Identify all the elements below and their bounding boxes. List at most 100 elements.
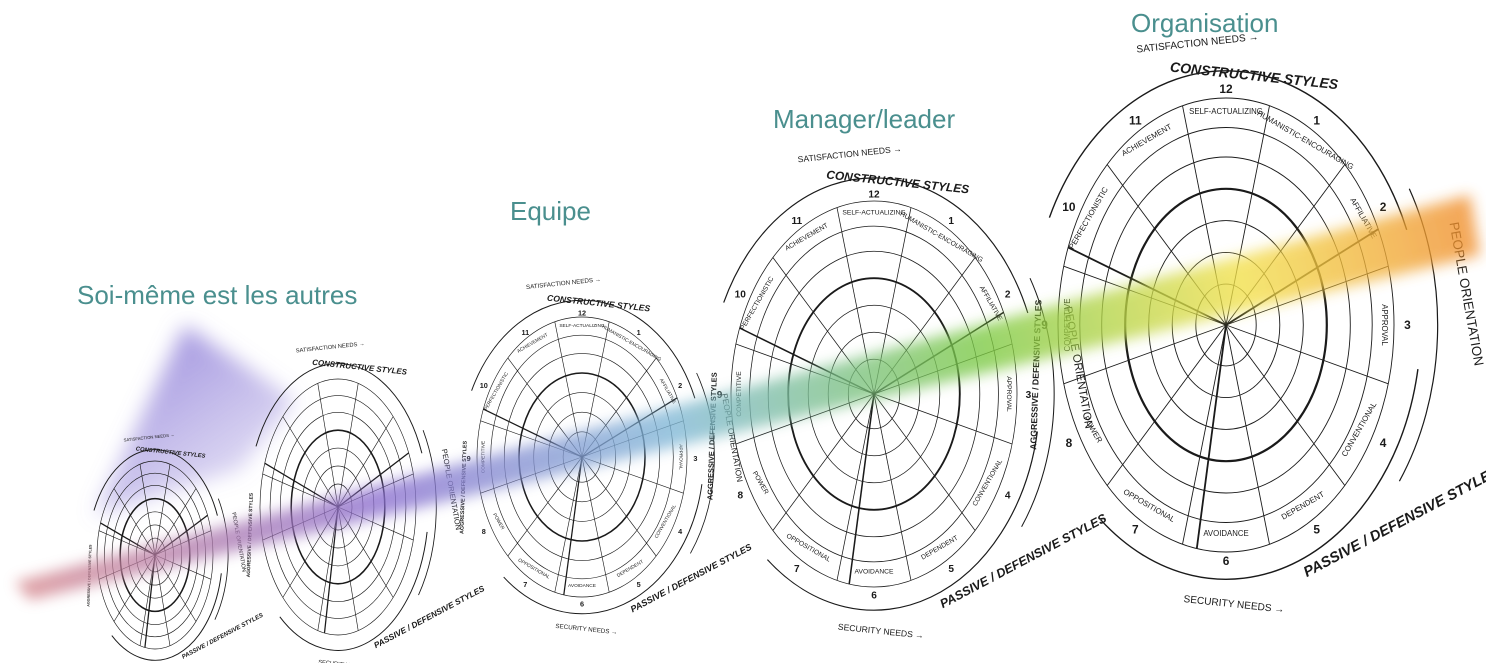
level-label-team: Equipe (510, 196, 591, 226)
segment-number: 3 (1026, 390, 1032, 401)
wheel-profile-spoke (563, 456, 583, 595)
segment-number: 6 (1223, 554, 1230, 568)
segment-number: 10 (735, 290, 747, 301)
wheel-profile-spoke (323, 506, 339, 634)
segment-name: AFFILIATIVE (658, 378, 677, 405)
segment-name: POWER (1082, 414, 1105, 444)
segment-number: 12 (1219, 82, 1233, 96)
segment-name: CONVENTIONAL (1340, 400, 1379, 458)
level-label-manager: Manager/leader (773, 104, 956, 134)
segment-number: 8 (1066, 436, 1073, 450)
segment-number: 8 (482, 527, 486, 536)
segment-name: AVOIDANCE (568, 583, 596, 589)
segment-name: APPROVAL (678, 444, 684, 470)
segment-number: 9 (467, 454, 471, 463)
wheel-spoke (873, 393, 976, 531)
segment-name: DEPENDENT (1280, 490, 1326, 522)
color-band (15, 195, 1480, 600)
satisfaction-needs-label: SATISFACTION NEEDS → (123, 432, 174, 442)
segment-name: CONVENTIONAL (654, 503, 678, 539)
segment-name: SELF-ACTUALIZING (1189, 107, 1263, 116)
constructive-styles-label: CONSTRUCTIVE STYLES (826, 168, 970, 197)
passive-arc (111, 573, 222, 661)
constructive-styles-label: CONSTRUCTIVE STYLES (312, 358, 408, 377)
segment-name: CONVENTIONAL (972, 458, 1005, 507)
wheel-spoke (113, 488, 156, 556)
segment-number: 11 (521, 328, 529, 337)
segment-number: 2 (678, 381, 682, 390)
security-needs-label: SECURITY NEEDS → (1183, 594, 1285, 616)
constructive-styles-label: CONSTRUCTIVE STYLES (547, 293, 651, 314)
segment-number: 7 (1132, 523, 1139, 537)
passive-defensive-label: PASSIVE / DEFENSIVE STYLES (1301, 464, 1486, 581)
wheel-spoke (1225, 324, 1389, 385)
passive-arc (503, 484, 703, 615)
constructive-styles-label: CONSTRUCTIVE STYLES (1169, 59, 1339, 93)
segment-number: 12 (578, 308, 586, 317)
wheel-spoke (836, 393, 875, 581)
satisfaction-needs-label: SATISFACTION NEEDS → (526, 276, 602, 291)
wheel-ring (476, 316, 688, 598)
segment-name: AFFILIATIVE (978, 285, 1004, 323)
wheel-spoke (873, 393, 1013, 445)
level-label-organisation: Organisation (1131, 8, 1279, 38)
segment-number: 6 (871, 591, 877, 602)
segment-number: 2 (1380, 200, 1387, 214)
wheel-profile-spoke (848, 393, 875, 585)
segment-name: AVOIDANCE (855, 569, 894, 576)
segment-number: 3 (693, 454, 697, 463)
segment-name: COMPETITIVE (480, 441, 486, 474)
passive-arc (766, 431, 1038, 611)
wheel-spoke (772, 393, 875, 531)
segment-number: 2 (1005, 290, 1011, 301)
wheel-profile-spoke (1195, 324, 1227, 549)
people-arc (690, 372, 715, 554)
segment-name: SELF-ACTUALIZING (842, 210, 905, 217)
passive-defensive-label: PASSIVE / DEFENSIVE STYLES (372, 583, 486, 650)
wheel-spoke (1063, 324, 1227, 385)
wheel-spoke (581, 456, 610, 593)
segment-number: 4 (1380, 436, 1387, 450)
segment-number: 1 (948, 216, 954, 227)
segment-name: PERFECTIONISTIC (739, 276, 775, 332)
passive-arc (1100, 369, 1419, 580)
segment-number: 4 (678, 527, 683, 536)
wheel-spoke (282, 416, 339, 508)
level-label-self: Soi-même est les autres (77, 280, 358, 310)
segment-number: 3 (1404, 318, 1411, 332)
segment-number: 1 (1313, 114, 1320, 128)
wheel-spoke (154, 464, 171, 556)
segment-number: 6 (580, 600, 584, 609)
passive-defensive-label: PASSIVE / DEFENSIVE STYLES (938, 511, 1110, 611)
segment-number: 10 (1062, 200, 1076, 214)
wheel-spoke (1106, 324, 1227, 486)
segment-number: 1 (637, 328, 641, 337)
wheel-spoke (337, 383, 359, 508)
segment-number: 8 (737, 490, 743, 501)
wheel-spoke (337, 416, 394, 508)
satisfaction-needs-label: SATISFACTION NEEDS → (296, 341, 365, 354)
segment-name: PERFECTIONISTIC (483, 371, 510, 412)
segment-name: POWER (751, 470, 770, 496)
security-needs-label: SECURITY NEEDS → (318, 660, 375, 663)
passive-defensive-label: PASSIVE / DEFENSIVE STYLES (181, 612, 265, 661)
wheel-spoke (1182, 324, 1227, 545)
constructive-arc (1048, 70, 1408, 231)
segment-number: 5 (1313, 523, 1320, 537)
segment-number: 11 (1129, 114, 1142, 128)
segment-name: SELF-ACTUALIZING (559, 323, 605, 329)
segment-number: 11 (791, 216, 802, 227)
segment-name: APPROVAL (1380, 304, 1389, 346)
wheel-spoke (1225, 324, 1346, 486)
constructive-arc (471, 299, 696, 399)
segment-name: POWER (491, 512, 506, 531)
segment-name: DEPENDENT (616, 559, 645, 579)
wheel-spoke (337, 506, 359, 631)
segment-name: AVOIDANCE (1203, 529, 1248, 538)
satisfaction-needs-label: SATISFACTION NEEDS → (797, 144, 902, 165)
segment-number: 10 (480, 381, 488, 390)
segment-number: 12 (868, 189, 880, 200)
segment-number: 5 (637, 580, 641, 589)
